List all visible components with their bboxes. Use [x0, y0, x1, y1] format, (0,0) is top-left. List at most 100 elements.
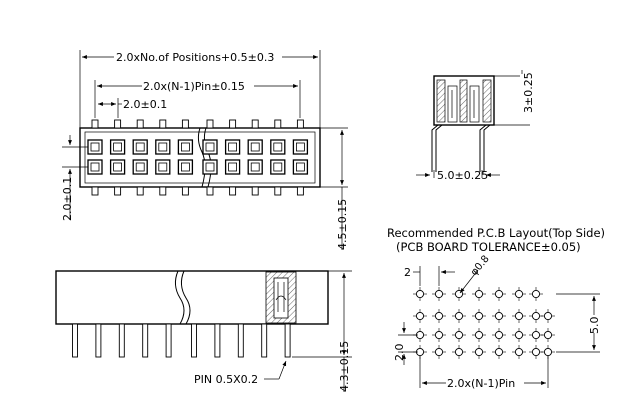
- pin-stub: [181, 119, 189, 129]
- dim-height-side: 4.3±0.15: [292, 270, 352, 392]
- pcb-hole: [415, 311, 425, 321]
- dim-height-end-label: 3±0.25: [522, 72, 535, 113]
- dim-pcb-row-label: 2.0: [393, 344, 406, 362]
- pcb-hole: [454, 347, 464, 357]
- pin-stub: [114, 119, 122, 129]
- pcb-hole: [494, 330, 504, 340]
- pin-stub: [136, 119, 144, 129]
- side-view: 4.3±0.15 PIN 0.5X0.2: [55, 270, 352, 392]
- pin-stub: [91, 119, 99, 129]
- contact-hole: [295, 142, 305, 152]
- side-pin: [261, 323, 268, 358]
- side-pin: [214, 323, 221, 358]
- dim-height-top-label: 4.5±0.15: [336, 199, 349, 250]
- side-pin: [284, 323, 291, 358]
- dim-width-end: 5.0±0.25: [416, 169, 500, 182]
- side-pins: [72, 323, 291, 358]
- pin-stub: [159, 186, 167, 196]
- dim-height-end: 3±0.25: [494, 70, 535, 126]
- pin-stub: [274, 119, 282, 129]
- dim-height-side-label: 4.3±0.15: [338, 341, 351, 392]
- side-pin: [191, 323, 197, 358]
- pin-stub: [206, 186, 214, 196]
- pcb-hole: [474, 347, 484, 357]
- dim-total-label: 2.0xNo.of Positions+0.5±0.3: [116, 51, 274, 64]
- pcb-hole: [474, 311, 484, 321]
- pin-callout-label: PIN 0.5X0.2: [194, 373, 258, 386]
- pcb-hole: [514, 330, 524, 340]
- side-pin: [165, 323, 172, 358]
- contact-hole: [158, 162, 168, 172]
- end-view: 3±0.25 5.0±0.25: [416, 70, 535, 182]
- dim-span: 2.0x(N-1)Pin±0.15: [94, 79, 301, 118]
- pcb-hole: [415, 289, 425, 299]
- pcb-hole: [531, 347, 541, 357]
- pin-callout: PIN 0.5X0.2: [194, 360, 287, 386]
- pcb-hole: [434, 330, 444, 340]
- pin-stub: [229, 119, 237, 129]
- contact-hole: [180, 142, 190, 152]
- pcb-hole: [454, 311, 464, 321]
- side-pin: [142, 323, 149, 358]
- contact-hole: [228, 162, 238, 172]
- pin-stub: [251, 186, 259, 196]
- side-pin: [72, 323, 78, 358]
- pin-stub: [181, 186, 189, 196]
- contact-hole: [295, 162, 305, 172]
- pcb-hole: [494, 289, 504, 299]
- pcb-hole: [531, 311, 541, 321]
- end-housing: [433, 75, 495, 126]
- pin-stub: [136, 186, 144, 196]
- side-pin: [118, 323, 125, 358]
- dim-pcb-width: 5.0: [556, 293, 602, 353]
- housing-outline: [79, 127, 321, 188]
- contact-hole: [135, 142, 145, 152]
- pcb-hole: [474, 289, 484, 299]
- pin-stub: [251, 119, 259, 129]
- pcb-hole: [514, 289, 524, 299]
- pcb-hole: [494, 311, 504, 321]
- dim-row-pitch-label: 2.0±0.1: [61, 177, 74, 221]
- pcb-hole: [543, 330, 553, 340]
- side-pin: [237, 323, 244, 358]
- dim-pitch-label: 2.0±0.1: [123, 98, 167, 111]
- pcb-hole: [514, 347, 524, 357]
- contact-hole: [273, 142, 283, 152]
- dim-width-end-label: 5.0±0.25: [437, 169, 488, 182]
- contact-hole: [273, 162, 283, 172]
- contact-hole: [158, 142, 168, 152]
- dim-pcb-row: 2.0: [393, 322, 418, 365]
- contact-hole: [113, 142, 122, 152]
- pcb-hole: [454, 330, 464, 340]
- pin-stub: [274, 186, 282, 196]
- pcb-hole: [494, 347, 504, 357]
- pin-stub: [91, 186, 99, 196]
- dim-pcb-span-label: 2.0x(N-1)Pin: [447, 377, 515, 390]
- dim-pcb-pitch: 2: [404, 266, 455, 286]
- dim-span-label: 2.0x(N-1)Pin±0.15: [143, 80, 245, 93]
- pcb-hole: [543, 347, 553, 357]
- dim-row-pitch: 2.0±0.1: [61, 135, 88, 221]
- contact-hole: [228, 142, 238, 152]
- pcb-hole: [514, 311, 524, 321]
- pin-stub: [206, 119, 214, 129]
- pcb-holes: [413, 287, 555, 359]
- dim-pcb-hole-label: φ0.8: [469, 254, 492, 278]
- dim-pcb-hole: φ0.8: [459, 254, 492, 294]
- contact-hole: [180, 162, 190, 172]
- pcb-hole: [531, 289, 541, 299]
- dim-pcb-span: 2.0x(N-1)Pin: [419, 356, 549, 390]
- pcb-title: Recommended P.C.B Layout(Top Side): [387, 226, 605, 240]
- contact-hole: [205, 162, 215, 172]
- contact-hole: [90, 142, 100, 152]
- dim-height-top: 4.5±0.15: [320, 127, 349, 250]
- contact-hole: [90, 162, 100, 172]
- contact-hole: [250, 162, 260, 172]
- pin-stub: [296, 186, 304, 196]
- pin-stub: [229, 186, 237, 196]
- pin-stub: [159, 119, 167, 129]
- pcb-hole: [434, 347, 444, 357]
- dim-pcb-pitch-label: 2: [404, 266, 411, 279]
- pcb-hole: [531, 330, 541, 340]
